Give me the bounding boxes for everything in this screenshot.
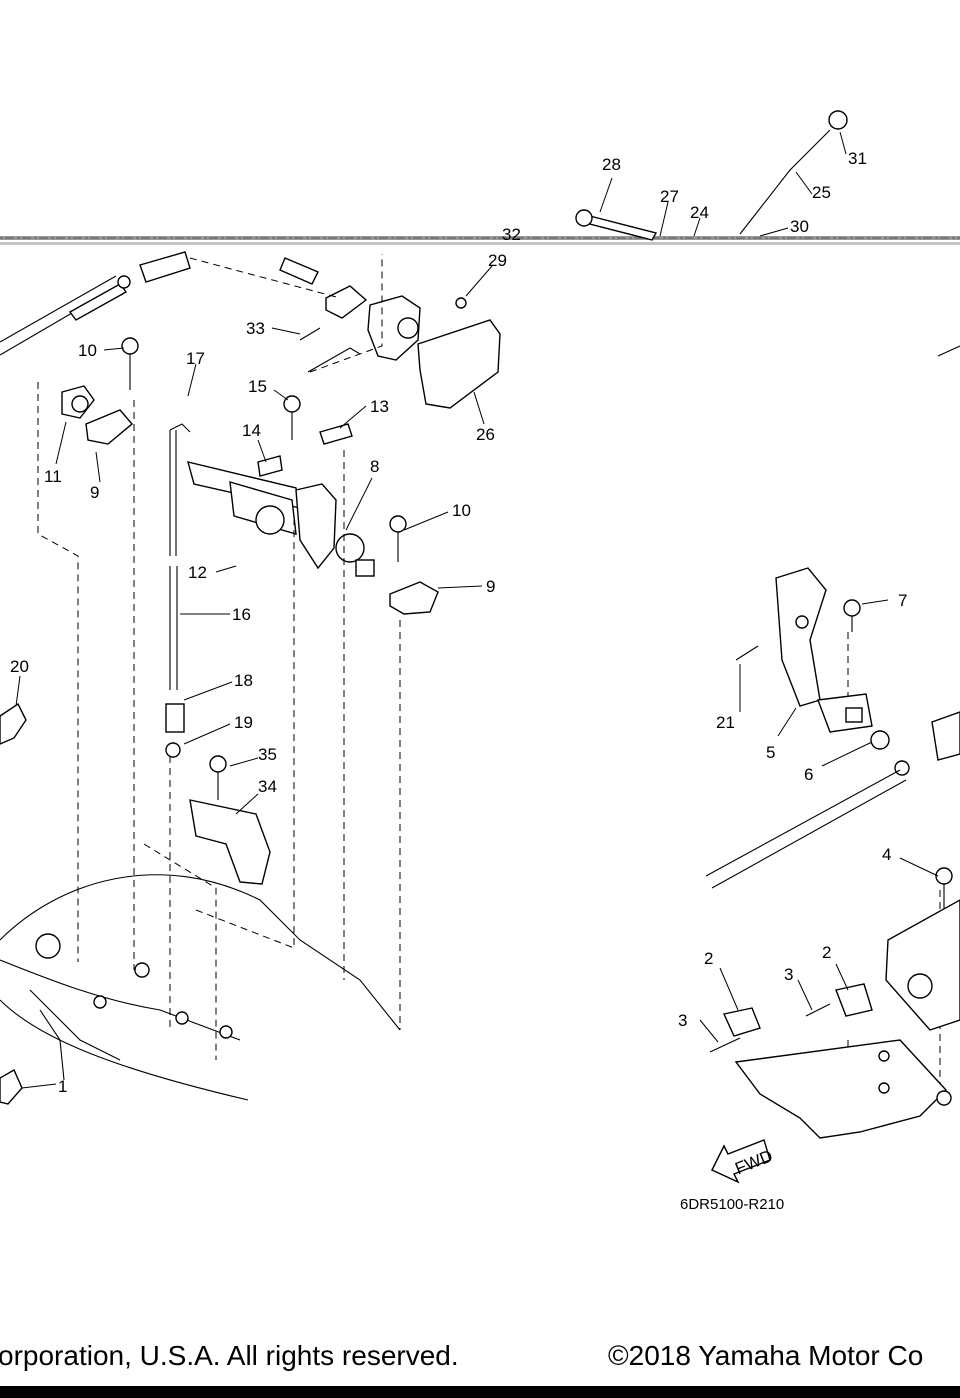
callout-21: 21 [716, 713, 735, 732]
callout-7: 7 [898, 591, 907, 610]
callout-6: 6 [804, 765, 813, 784]
callout-25: 25 [812, 183, 831, 202]
callout-13: 13 [370, 397, 389, 416]
callout-8: 8 [370, 457, 379, 476]
control-link-assembly [279, 110, 848, 409]
callout-30: 30 [790, 217, 809, 236]
callout-5: 5 [766, 743, 775, 762]
callout-29: 29 [488, 251, 507, 270]
callout-14: 14 [242, 421, 261, 440]
callout-9: 9 [90, 483, 99, 502]
callout-3: 3 [784, 965, 793, 984]
callout-31: 31 [848, 149, 867, 168]
callout-11: 11 [44, 467, 62, 486]
callout-1: 1 [58, 1077, 67, 1096]
diagram-code: 6DR5100-R210 [680, 1196, 785, 1213]
copyright-footer: orporation, U.S.A. All rights reserved. … [0, 1340, 960, 1380]
callout-16: 16 [232, 605, 251, 624]
footer-left-text: orporation, U.S.A. All rights reserved. [0, 1340, 459, 1371]
remote-control-bracket [705, 345, 960, 1139]
callout-17: 17 [186, 349, 205, 368]
callout-10: 10 [452, 501, 471, 520]
callout-3: 3 [678, 1011, 687, 1030]
callout-18: 18 [234, 671, 253, 690]
throttle-cable [0, 251, 191, 356]
callout-10: 10 [78, 341, 97, 360]
callout-28: 28 [602, 155, 621, 174]
bottom-edge [0, 1386, 960, 1398]
callout-34: 34 [258, 777, 277, 796]
callout-20: 20 [10, 657, 29, 676]
callout-9: 9 [486, 577, 495, 596]
callout-2: 2 [704, 949, 713, 968]
fwd-arrow-icon: FWD [711, 1139, 775, 1184]
callout-labels: 1 2 2 3 3 4 5 6 7 8 9 9 10 10 11 12 13 1… [10, 149, 907, 1096]
bottom-cowling [0, 874, 401, 1101]
footer-right-text: ©2018 Yamaha Motor Co [608, 1340, 924, 1371]
callout-35: 35 [258, 745, 277, 764]
shift-rod-assembly [0, 337, 439, 1105]
callout-32: 32 [502, 225, 521, 244]
callout-33: 33 [246, 319, 265, 338]
callout-19: 19 [234, 713, 253, 732]
callout-15: 15 [248, 377, 267, 396]
callout-2: 2 [822, 943, 831, 962]
leader-lines [15, 131, 939, 1089]
scan-band [0, 236, 960, 245]
callout-4: 4 [882, 845, 891, 864]
reference-lines [37, 254, 941, 1136]
callout-12: 12 [188, 563, 207, 582]
callout-24: 24 [690, 203, 709, 222]
callout-27: 27 [660, 187, 679, 206]
callout-26: 26 [476, 425, 495, 444]
